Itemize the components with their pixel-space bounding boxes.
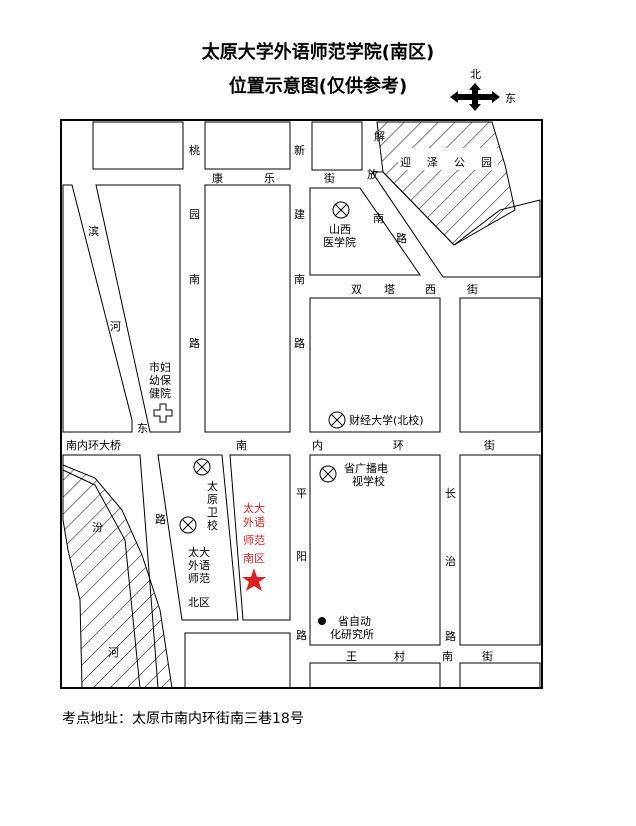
street-label: 康 bbox=[212, 171, 223, 185]
place-label: 视学校 bbox=[352, 474, 385, 488]
bridge-label: 南内环大桥 bbox=[66, 438, 121, 452]
street-label: 长 bbox=[445, 487, 456, 500]
river-label: 河 bbox=[108, 646, 119, 659]
fen-river bbox=[62, 464, 173, 689]
place-label: 校 bbox=[207, 518, 218, 532]
map-title: 太原大学外语师范学院(南区) bbox=[201, 42, 435, 63]
health-school-marker-icon bbox=[193, 458, 211, 476]
street-label: 街 bbox=[467, 282, 478, 296]
street-label: 路 bbox=[155, 513, 166, 526]
destination-label: 外语 bbox=[243, 516, 265, 529]
street-label: 路 bbox=[445, 630, 456, 643]
street-label: 路 bbox=[396, 232, 407, 245]
street-label: 治 bbox=[445, 554, 456, 568]
street-label: 新 bbox=[294, 143, 305, 157]
street-label: 滨 bbox=[88, 224, 99, 238]
destination-star-icon bbox=[242, 568, 266, 591]
street-label: 南 bbox=[442, 650, 453, 663]
street-label: 园 bbox=[189, 208, 200, 221]
automation-marker-icon bbox=[318, 617, 326, 625]
street-label: 西 bbox=[425, 283, 436, 296]
street-label: 街 bbox=[324, 171, 335, 185]
street-label: 南 bbox=[373, 212, 384, 225]
street-label: 双 bbox=[351, 283, 362, 296]
street-label: 街 bbox=[484, 438, 495, 452]
street-label: 平 bbox=[296, 487, 307, 500]
place-label: 财经大学(北校) bbox=[349, 413, 424, 427]
hospital-cross-icon bbox=[153, 403, 173, 423]
place-label: 省自动 bbox=[338, 615, 371, 628]
place-label: 化研究所 bbox=[330, 627, 374, 641]
street-label: 路 bbox=[189, 337, 200, 350]
park-label: 迎 bbox=[400, 156, 411, 169]
compass: 北 东 bbox=[450, 68, 516, 111]
yingze-park bbox=[376, 121, 516, 246]
place-label: 太大 bbox=[188, 545, 210, 559]
street-label: 村 bbox=[394, 649, 405, 663]
place-label: 太 bbox=[207, 480, 218, 493]
place-label: 北区 bbox=[188, 596, 210, 609]
destination-label: 太大 bbox=[243, 501, 265, 515]
place-label: 幼保 bbox=[149, 373, 171, 387]
compass-arrows-icon bbox=[450, 83, 500, 111]
map-subtitle: 位置示意图(仅供参考) bbox=[228, 76, 408, 97]
street-label: 建 bbox=[294, 207, 305, 221]
street-label: 河 bbox=[110, 320, 121, 333]
street-label: 塔 bbox=[384, 283, 395, 296]
street-label: 路 bbox=[296, 629, 307, 642]
compass-east-label: 东 bbox=[505, 92, 516, 105]
broadcast-marker-icon bbox=[319, 465, 337, 483]
street-label: 南 bbox=[294, 273, 305, 286]
street-label: 乐 bbox=[264, 172, 275, 185]
street-label: 王 bbox=[346, 650, 357, 663]
place-label: 市妇 bbox=[149, 360, 171, 374]
street-label: 路 bbox=[294, 337, 305, 350]
street-label: 内 bbox=[312, 438, 323, 452]
street-label: 南 bbox=[236, 439, 247, 452]
place-label: 外语 bbox=[188, 559, 210, 572]
place-label: 医学院 bbox=[323, 235, 356, 249]
shanxi-medical-marker-icon bbox=[332, 201, 350, 219]
destination-label: 南区 bbox=[243, 552, 265, 565]
street-label: 阳 bbox=[296, 550, 307, 563]
place-label: 省广播电 bbox=[344, 461, 388, 475]
exam-address: 考点地址：太原市南内环街南三巷18号 bbox=[62, 711, 304, 727]
destination-label: 师范 bbox=[243, 533, 265, 547]
park-label: 公 bbox=[454, 156, 465, 169]
street-label: 桃 bbox=[189, 143, 200, 157]
street-label: 环 bbox=[393, 439, 404, 452]
street-label: 解 bbox=[374, 129, 385, 143]
taida-north-marker-icon bbox=[179, 516, 197, 534]
caijing-marker-icon bbox=[328, 411, 346, 429]
street-label: 东 bbox=[137, 422, 148, 435]
place-label: 健院 bbox=[149, 386, 171, 400]
place-label: 师范 bbox=[188, 571, 210, 585]
park-label: 泽 bbox=[427, 156, 438, 169]
compass-north-label: 北 bbox=[470, 68, 481, 81]
place-label: 原 bbox=[207, 493, 218, 506]
park-label: 园 bbox=[481, 156, 492, 169]
map-frame bbox=[60, 119, 543, 689]
street-label: 南 bbox=[189, 273, 200, 286]
street-label: 街 bbox=[482, 649, 493, 663]
river-label: 汾 bbox=[92, 521, 103, 534]
place-label: 卫 bbox=[207, 506, 218, 519]
place-label: 山西 bbox=[329, 223, 351, 236]
street-label: 放 bbox=[367, 167, 378, 181]
